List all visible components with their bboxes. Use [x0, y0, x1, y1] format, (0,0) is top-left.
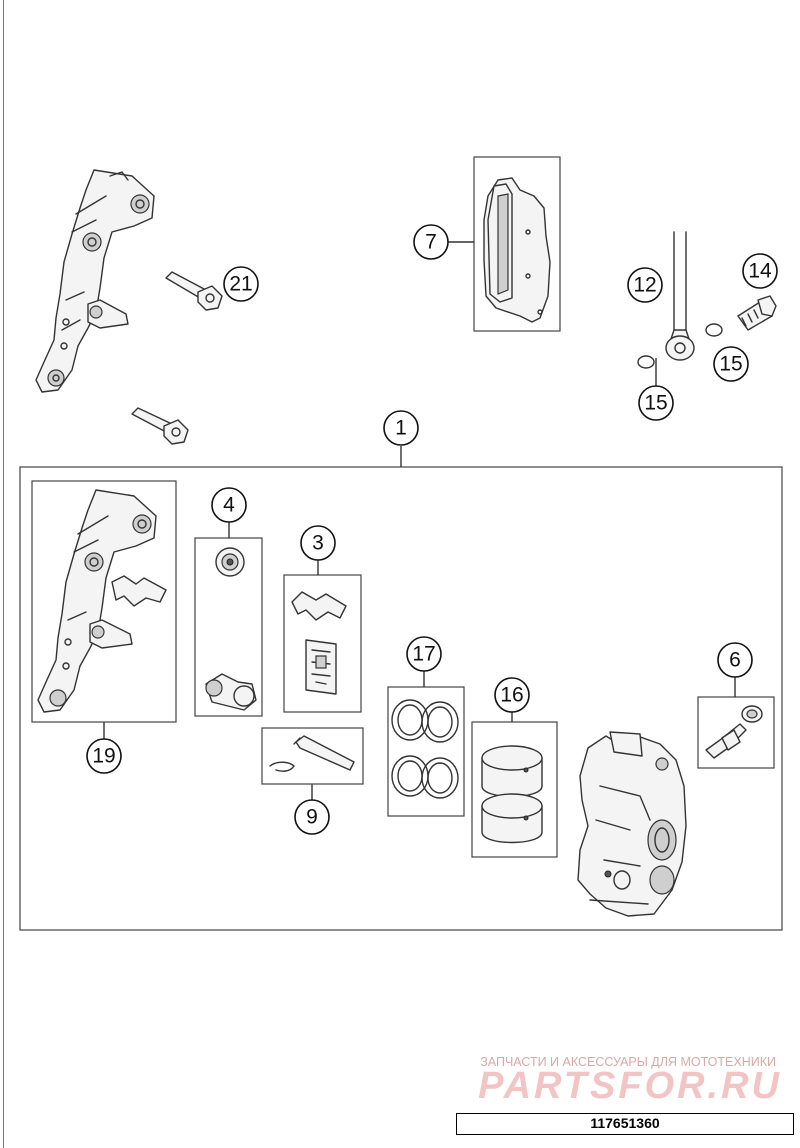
- callout-4: 4: [211, 487, 247, 523]
- brake-line-assembly: [637, 231, 777, 369]
- callout-1: 1: [383, 410, 419, 446]
- callout-12-label: 12: [633, 274, 656, 297]
- caliper-body: [577, 731, 687, 917]
- callout-15-left: 15: [638, 385, 674, 421]
- bolt-21: [165, 271, 223, 311]
- pin-clip-group: [261, 727, 364, 785]
- pad-spring-group: [283, 574, 362, 713]
- pistons-group: [471, 721, 558, 858]
- callout-15-left-label: 15: [644, 392, 667, 415]
- callout-21: 21: [223, 266, 259, 302]
- callout-14-label: 14: [748, 260, 772, 283]
- callout-15-right-label: 15: [719, 353, 742, 376]
- leader-lines: [103, 241, 736, 800]
- callout-7: 7: [413, 224, 449, 260]
- callout-3: 3: [300, 525, 336, 561]
- callout-1-label: 1: [395, 417, 407, 440]
- page-left-border: [3, 0, 4, 1148]
- brake-pads-group: [473, 156, 561, 332]
- callout-17: 17: [406, 636, 442, 672]
- bleeder-screw-group: [697, 696, 775, 769]
- piston-seals-group: [387, 686, 465, 817]
- callout-9: 9: [294, 799, 330, 835]
- bracket-kit-group: [31, 480, 177, 723]
- callout-6-label: 6: [729, 649, 741, 672]
- bolt-loose: [131, 407, 189, 445]
- callout-16: 16: [494, 677, 530, 713]
- callout-6: 6: [717, 642, 753, 678]
- callout-19: 19: [86, 738, 122, 774]
- callout-4-label: 4: [223, 494, 235, 517]
- callout-14: 14: [742, 253, 778, 289]
- diagram-code: 117651360: [456, 1113, 794, 1135]
- callout-17-label: 17: [412, 643, 435, 666]
- callout-7-label: 7: [425, 231, 437, 254]
- callout-16-label: 16: [500, 684, 523, 707]
- bleeder-kit-group: [194, 537, 263, 717]
- callout-21-label: 21: [229, 273, 252, 296]
- watermark-tagline: ЗАПЧАСТИ И АКСЕССУАРЫ ДЛЯ МОТОТЕХНИКИ: [480, 1055, 776, 1069]
- callout-19-label: 19: [92, 745, 115, 768]
- callout-3-label: 3: [312, 532, 324, 555]
- callout-15-right: 15: [713, 346, 749, 382]
- callout-12: 12: [627, 267, 663, 303]
- watermark-logo: PARTSFOR.RU: [478, 1065, 782, 1107]
- caliper-bracket-loose: [35, 169, 155, 393]
- callout-9-label: 9: [306, 806, 318, 829]
- watermark: ЗАПЧАСТИ И АКСЕССУАРЫ ДЛЯ МОТОТЕХНИКИ PA…: [478, 1055, 782, 1107]
